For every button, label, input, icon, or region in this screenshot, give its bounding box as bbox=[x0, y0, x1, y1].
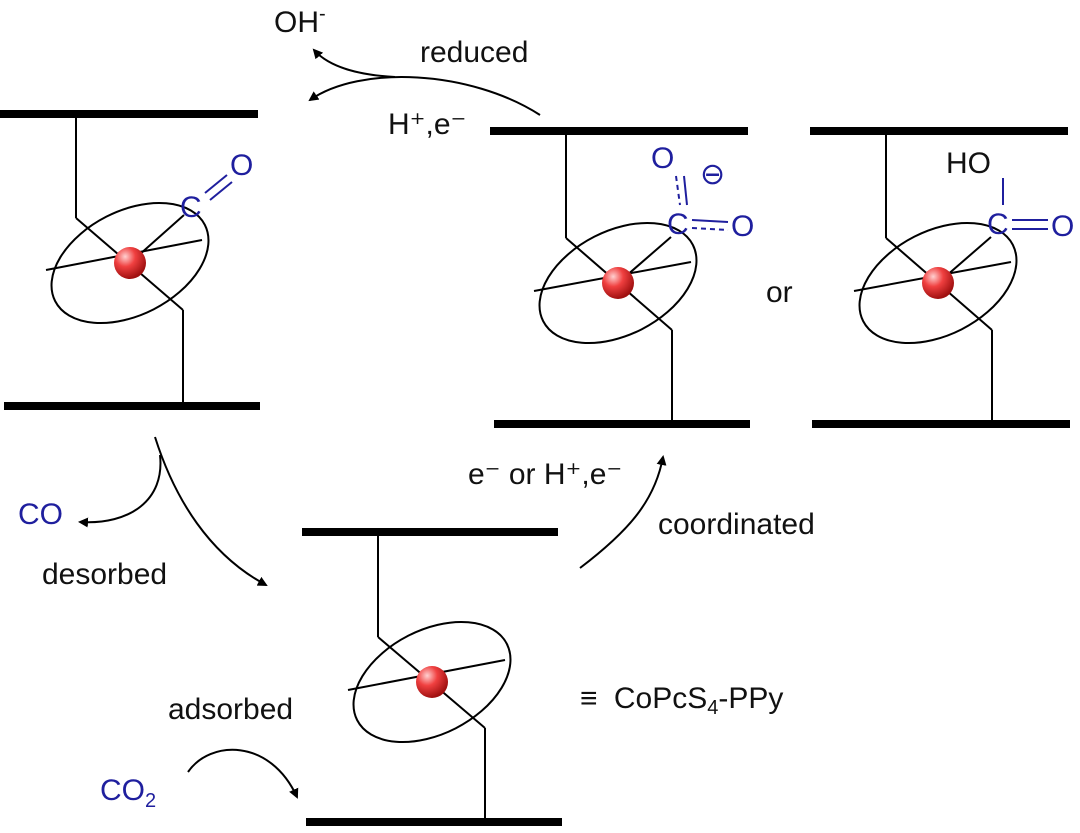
catalyst-name: CoPcS bbox=[614, 682, 707, 715]
coordinated-label: coordinated bbox=[658, 508, 815, 541]
phthalocyanine-ring bbox=[858, 221, 1018, 345]
negative-charge-symbol: ⊖ bbox=[700, 158, 725, 191]
hydroxyl-label: HO bbox=[946, 147, 991, 180]
cobalt-center bbox=[602, 267, 634, 299]
catalyst-legend: ≡ CoPcS4-PPy bbox=[580, 682, 783, 719]
hydroxide-charge: - bbox=[319, 3, 326, 25]
desorbed-label: desorbed bbox=[42, 558, 167, 591]
reduced-arrow bbox=[308, 76, 541, 116]
equivalence-symbol: ≡ bbox=[580, 682, 598, 715]
or-label: or bbox=[766, 276, 793, 309]
desorbed-arrow bbox=[154, 436, 268, 586]
cobalt-center bbox=[416, 666, 448, 698]
cobalt-center bbox=[114, 247, 146, 279]
coordinated-arrow bbox=[579, 455, 667, 569]
co-oxygen-label: O bbox=[230, 149, 253, 182]
unit-carboxylate: O ⊖ C O bbox=[490, 127, 754, 428]
co-double-bond bbox=[209, 181, 233, 201]
carbon-monoxide-label: CO bbox=[18, 498, 63, 531]
unit-carboxylic-acid: HO C O bbox=[810, 127, 1074, 428]
phthalocyanine-ring bbox=[50, 201, 210, 325]
co-carbon-label: C bbox=[180, 191, 202, 224]
adsorbed-arrow bbox=[187, 748, 299, 799]
delocalized-bond bbox=[675, 175, 681, 206]
delocalized-bond bbox=[683, 175, 688, 206]
hydroxide-text: OH bbox=[274, 6, 319, 39]
catalyst-suffix: -PPy bbox=[718, 682, 783, 715]
cooh-carbon: C bbox=[987, 208, 1009, 241]
carboxylate-carbon: C bbox=[667, 208, 689, 241]
oh-release-arrow bbox=[312, 48, 396, 78]
delocalized-bond bbox=[691, 227, 729, 231]
proton-electron-label: H⁺,e⁻ bbox=[388, 108, 466, 141]
co-double-bond bbox=[204, 174, 228, 194]
phthalocyanine-ring bbox=[538, 221, 698, 345]
carboxylate-oxygen-top: O bbox=[651, 142, 674, 175]
reduced-label: reduced bbox=[420, 36, 528, 69]
phthalocyanine-ring bbox=[352, 620, 512, 744]
co-release-arrow bbox=[78, 454, 162, 528]
carbon-dioxide-label: CO2 bbox=[100, 774, 156, 812]
cobalt-center bbox=[922, 267, 954, 299]
adsorbed-label: adsorbed bbox=[168, 693, 293, 726]
co2-text: CO bbox=[100, 774, 145, 807]
hydroxide-label: OH- bbox=[274, 3, 326, 39]
carboxylate-oxygen-right: O bbox=[731, 210, 754, 243]
catalyst-subscript: 4 bbox=[707, 697, 718, 719]
co2-subscript: 2 bbox=[145, 790, 156, 812]
unit-co-bound: C O bbox=[0, 110, 260, 410]
delocalized-bond bbox=[691, 219, 729, 223]
cooh-oxygen: O bbox=[1051, 210, 1074, 243]
electron-or-proton-label: e⁻ or H⁺,e⁻ bbox=[468, 458, 622, 491]
unit-resting-catalyst bbox=[302, 528, 562, 826]
